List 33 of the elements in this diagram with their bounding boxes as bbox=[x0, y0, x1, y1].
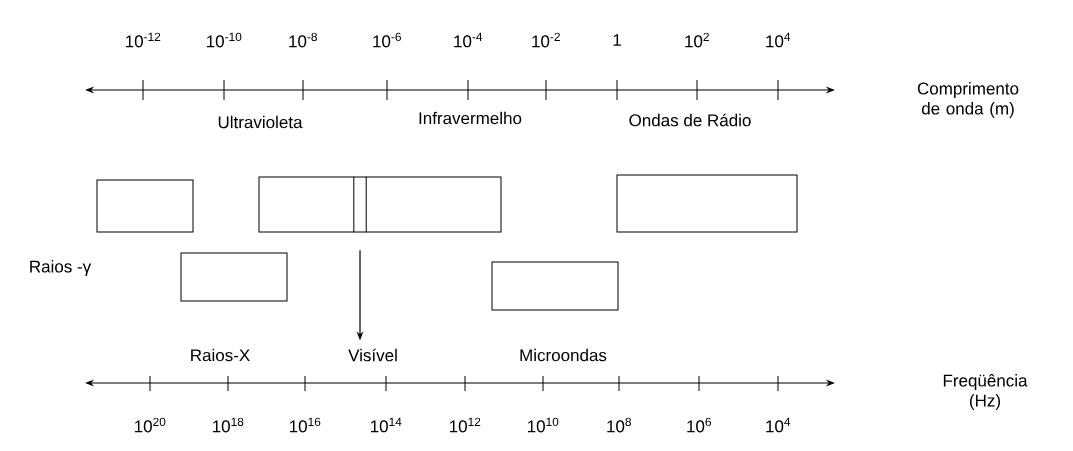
tick-label: 10$^{12}$ bbox=[450, 417, 481, 433]
band-box bbox=[96, 179, 194, 233]
tick-label: 10$^{16}$ bbox=[290, 417, 321, 433]
tick-label: 10$^{-12}$ bbox=[126, 32, 161, 48]
tick-label: 10$^{14}$ bbox=[371, 417, 402, 433]
tick-label: 10$^{6}$ bbox=[687, 417, 711, 433]
band-label: Raios-X bbox=[191, 348, 250, 362]
axis-title: Freqüência (Hz) bbox=[943, 374, 1028, 410]
tick-label: 10$^{4}$ bbox=[766, 32, 791, 48]
tick-label: 10$^{-10}$ bbox=[207, 32, 242, 48]
band-label: Ultravioleta bbox=[218, 115, 303, 129]
band-box bbox=[616, 174, 798, 233]
tick-label: 10$^{-6}$ bbox=[373, 32, 401, 48]
tick-label: 1 bbox=[613, 34, 621, 46]
tick-label: 10$^{-8}$ bbox=[289, 32, 317, 48]
tick-label: 10$^{-4}$ bbox=[454, 32, 483, 48]
axis-title: Comprimento de onda (m) bbox=[917, 82, 1019, 118]
band-box bbox=[180, 252, 288, 302]
tick-label: 10$^{2}$ bbox=[685, 32, 709, 48]
band-label: Ondas de Rádio bbox=[629, 113, 751, 127]
tick-label: 10$^{18}$ bbox=[213, 417, 244, 433]
tick-label: 10$^{-2}$ bbox=[532, 32, 560, 48]
tick-label: 10$^{10}$ bbox=[528, 417, 559, 433]
band-label: Visível bbox=[348, 348, 397, 362]
band-box bbox=[258, 176, 502, 233]
tick-label: 10$^{8}$ bbox=[607, 417, 631, 433]
visible-band bbox=[353, 176, 367, 233]
band-label: Infravermelho bbox=[419, 111, 522, 125]
band-label: Raios -γ bbox=[30, 260, 92, 276]
tick-label: 10$^{20}$ bbox=[135, 417, 166, 433]
band-box bbox=[491, 261, 619, 311]
tick-label: 10$^{4}$ bbox=[766, 417, 791, 433]
band-label: Microondas bbox=[520, 348, 607, 362]
